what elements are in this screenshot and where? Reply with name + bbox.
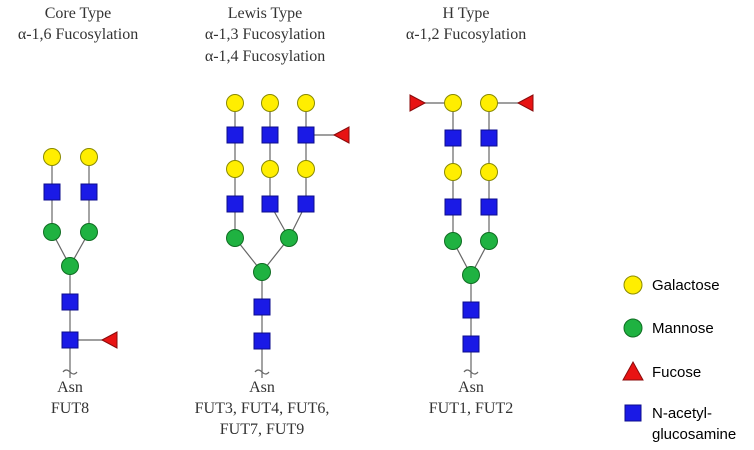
galactose-node xyxy=(261,160,279,178)
legend: Galactose Mannose Fucose N-acetyl- gluco… xyxy=(622,275,736,443)
glcnac-node xyxy=(261,195,279,213)
glcnac-node xyxy=(80,183,98,201)
legend-label: Fucose xyxy=(652,364,701,381)
glcnac-node xyxy=(462,335,480,353)
panel-title: H Type xyxy=(442,5,489,22)
legend-label: Galactose xyxy=(652,277,720,294)
glcnac-node xyxy=(297,195,315,213)
mannose-node xyxy=(444,232,462,250)
fucose-node xyxy=(332,126,350,144)
mannose-node xyxy=(226,229,244,247)
panel-subtitle: α-1,2 Fucosylation xyxy=(406,26,526,43)
panel-h-type: H Type α-1,2 Fucosylation Asn FUT1, FUT2 xyxy=(406,5,534,417)
panel-subtitle: α-1,3 Fucosylation xyxy=(205,26,325,43)
panel-subtitle: α-1,4 Fucosylation xyxy=(205,48,325,65)
galactose-node xyxy=(480,163,498,181)
anchor-label: Asn xyxy=(57,379,83,396)
galactose-icon xyxy=(623,275,643,295)
asn-linkage xyxy=(463,369,479,375)
glcnac-icon xyxy=(624,404,642,422)
mannose-node xyxy=(480,232,498,250)
galactose-node xyxy=(43,148,61,166)
galactose-node xyxy=(226,94,244,112)
mannose-node xyxy=(61,257,79,275)
panel-subtitle: α-1,6 Fucosylation xyxy=(18,26,138,43)
fucose-node xyxy=(409,94,427,112)
asn-linkage xyxy=(62,369,78,375)
mannose-node xyxy=(80,223,98,241)
panel-lewis-type: Lewis Type α-1,3 Fucosylation α-1,4 Fuco… xyxy=(195,5,350,438)
mannose-node xyxy=(462,266,480,284)
glcnac-node xyxy=(253,332,271,350)
fucose-node xyxy=(100,331,118,349)
anchor-label: Asn xyxy=(249,379,275,396)
galactose-node xyxy=(261,94,279,112)
panel-title: Core Type xyxy=(45,5,112,22)
enzyme-label: FUT8 xyxy=(51,400,89,417)
legend-item-galactose: Galactose xyxy=(623,275,720,295)
asn-linkage xyxy=(254,369,270,375)
glcnac-node xyxy=(61,293,79,311)
glcnac-node xyxy=(480,198,498,216)
legend-item-mannose: Mannose xyxy=(623,318,714,338)
fucose-icon xyxy=(622,360,644,381)
panel-core-type: Core Type α-1,6 Fucosylation Asn FUT8 xyxy=(18,5,138,417)
glcnac-node xyxy=(444,198,462,216)
legend-label: glucosamine xyxy=(652,426,736,443)
fucose-node xyxy=(516,94,534,112)
galactose-node xyxy=(444,163,462,181)
legend-label: Mannose xyxy=(652,320,714,337)
glcnac-node xyxy=(226,195,244,213)
galactose-node xyxy=(226,160,244,178)
mannose-node xyxy=(280,229,298,247)
galactose-node xyxy=(80,148,98,166)
glcnac-node xyxy=(226,126,244,144)
enzyme-label: FUT3, FUT4, FUT6, xyxy=(195,400,330,417)
glcnac-node xyxy=(43,183,61,201)
glcnac-node xyxy=(61,331,79,349)
galactose-node xyxy=(297,94,315,112)
mannose-node xyxy=(253,263,271,281)
galactose-node xyxy=(480,94,498,112)
panel-title: Lewis Type xyxy=(228,5,303,22)
glcnac-node xyxy=(480,129,498,147)
legend-item-fucose: Fucose xyxy=(622,360,701,381)
legend-item-glcnac: N-acetyl- glucosamine xyxy=(624,404,736,443)
glcnac-node xyxy=(261,126,279,144)
glcnac-node xyxy=(253,298,271,316)
mannose-node xyxy=(43,223,61,241)
legend-label: N-acetyl- xyxy=(652,405,712,422)
enzyme-label: FUT1, FUT2 xyxy=(429,400,513,417)
glcnac-node xyxy=(297,126,315,144)
enzyme-label: FUT7, FUT9 xyxy=(220,421,304,438)
anchor-label: Asn xyxy=(458,379,484,396)
galactose-node xyxy=(297,160,315,178)
glcnac-node xyxy=(462,301,480,319)
glcnac-node xyxy=(444,129,462,147)
galactose-node xyxy=(444,94,462,112)
mannose-icon xyxy=(623,318,643,338)
